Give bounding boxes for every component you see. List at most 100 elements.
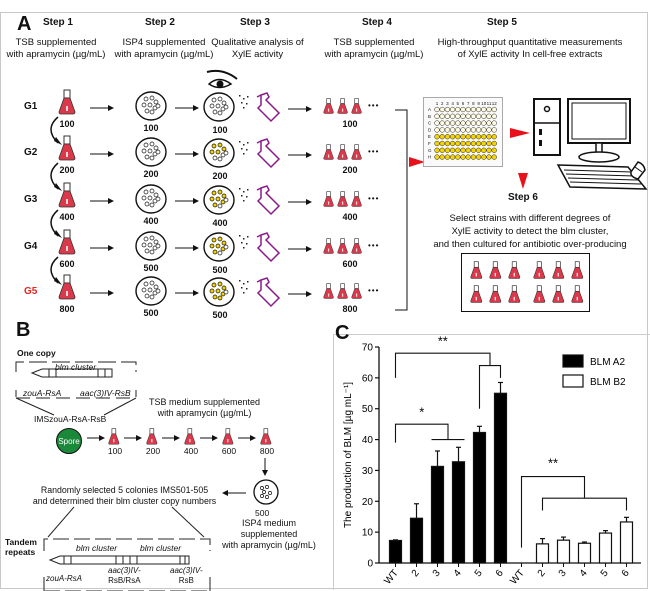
arrow-right-icon bbox=[175, 151, 199, 157]
random-line2: and determined their blm cluster copy nu… bbox=[32, 496, 217, 506]
plate-column-label: 10 bbox=[481, 101, 487, 106]
arrow-right-icon bbox=[87, 435, 105, 441]
plate-well bbox=[470, 120, 477, 126]
plate-well bbox=[460, 127, 466, 133]
tandem-cluster-arrow bbox=[48, 555, 190, 565]
colony bbox=[221, 193, 227, 199]
colony bbox=[149, 280, 155, 286]
step1-flask-icon bbox=[58, 89, 76, 115]
plate-well bbox=[465, 134, 471, 140]
significance-label: ** bbox=[438, 333, 448, 348]
plate-column-label: 1 bbox=[436, 101, 439, 106]
colony bbox=[149, 95, 155, 101]
arrow-right-icon bbox=[175, 290, 199, 296]
step4-concentration: 600 bbox=[342, 259, 358, 269]
computer-icon bbox=[533, 98, 648, 190]
plate-well bbox=[439, 134, 445, 140]
plate-well bbox=[475, 120, 482, 126]
plate-well bbox=[455, 154, 461, 160]
colony bbox=[144, 108, 150, 114]
plate-well bbox=[455, 134, 461, 140]
colony bbox=[149, 249, 155, 255]
colony bbox=[215, 196, 221, 202]
y-tick-label: 50 bbox=[362, 404, 374, 415]
plate-well bbox=[475, 113, 482, 119]
ellipsis: ••• bbox=[368, 194, 380, 203]
step2-petri-dish-icon bbox=[135, 91, 167, 121]
plate-well bbox=[491, 154, 497, 160]
plate-well bbox=[434, 127, 440, 133]
x-tick-label: 4 bbox=[452, 568, 464, 580]
colony bbox=[144, 201, 150, 207]
tsb-line2: with apramycin (µg/mL) bbox=[157, 408, 252, 418]
bar bbox=[430, 465, 445, 564]
generation-label: G1 bbox=[24, 101, 38, 112]
colony bbox=[147, 287, 153, 293]
colony bbox=[215, 288, 221, 294]
ellipsis: ••• bbox=[368, 101, 380, 110]
plate-well bbox=[444, 154, 451, 160]
step4-desc-line1: TSB supplemented bbox=[333, 37, 415, 48]
plate-well bbox=[481, 147, 487, 153]
step6-desc-line1: Select strains with different degrees of bbox=[449, 213, 611, 224]
step2-petri-dish-icon bbox=[135, 184, 167, 214]
aac-label: aac(3)IV-RsB bbox=[80, 388, 131, 398]
y-tick-label: 70 bbox=[362, 343, 374, 354]
y-tick-label: 10 bbox=[362, 528, 374, 539]
plate-column-label: 11 bbox=[487, 101, 492, 106]
plate-well bbox=[455, 147, 461, 153]
step2-concentration: 400 bbox=[143, 216, 159, 226]
plate-well bbox=[444, 134, 451, 140]
colony bbox=[223, 197, 229, 203]
colony bbox=[217, 110, 223, 116]
generation-label: G5 bbox=[24, 286, 38, 297]
step4-concentration: 100 bbox=[342, 119, 358, 129]
plate-column-label: 2 bbox=[441, 101, 444, 106]
tandem-aac-label-1: aac(3)IV- RsB/RsA bbox=[108, 566, 141, 586]
colony bbox=[149, 202, 155, 208]
one-copy-label: One copy bbox=[17, 348, 56, 358]
colony bbox=[155, 103, 161, 109]
tandem-aac-label-2: aac(3)IV- RsB bbox=[170, 566, 203, 586]
bar bbox=[577, 542, 592, 564]
colony bbox=[141, 148, 147, 154]
significance-bracket bbox=[394, 423, 449, 443]
colony bbox=[215, 149, 221, 155]
plate-well bbox=[449, 140, 456, 147]
b-flask-icon bbox=[222, 428, 234, 445]
plate-well bbox=[449, 154, 456, 160]
colony bbox=[143, 236, 149, 242]
arrow-right-icon bbox=[90, 245, 114, 251]
plate-well bbox=[486, 154, 492, 160]
step3-desc: Qualitative analysis of XylE activity bbox=[205, 37, 310, 61]
plate-well bbox=[449, 113, 456, 119]
plate-row-label: E bbox=[428, 134, 431, 139]
colony bbox=[153, 192, 159, 198]
step5-label: Step 5 bbox=[486, 17, 517, 28]
bar bbox=[535, 543, 550, 564]
plate-row-label: B bbox=[428, 114, 431, 119]
bar bbox=[472, 431, 487, 564]
plate-well bbox=[481, 106, 487, 113]
ims-strain-label: IMSzouA-RsA-RsB bbox=[34, 414, 107, 424]
colony bbox=[209, 149, 215, 155]
plate-well bbox=[434, 106, 440, 113]
colony bbox=[147, 195, 153, 201]
colony bbox=[209, 288, 215, 294]
arrow-right-icon bbox=[90, 105, 114, 111]
colony bbox=[149, 109, 155, 115]
step4-flask-icon bbox=[351, 191, 362, 207]
colony bbox=[149, 235, 155, 241]
plate-column-label: 8 bbox=[472, 101, 475, 106]
plate-column-label: 9 bbox=[477, 101, 480, 106]
step1-flask-icon bbox=[58, 182, 76, 208]
plate-well bbox=[444, 106, 451, 113]
colony bbox=[209, 103, 215, 109]
plate-well bbox=[470, 113, 477, 119]
tandem-repeats-label: Tandem repeats bbox=[5, 537, 37, 557]
arrow-right-icon bbox=[90, 290, 114, 296]
colony bbox=[217, 189, 223, 195]
plate-well bbox=[481, 120, 487, 126]
random-selection-label: Randomly selected 5 colonies IMS501-505 … bbox=[32, 485, 217, 507]
step2-petri-dish-icon bbox=[135, 276, 167, 306]
